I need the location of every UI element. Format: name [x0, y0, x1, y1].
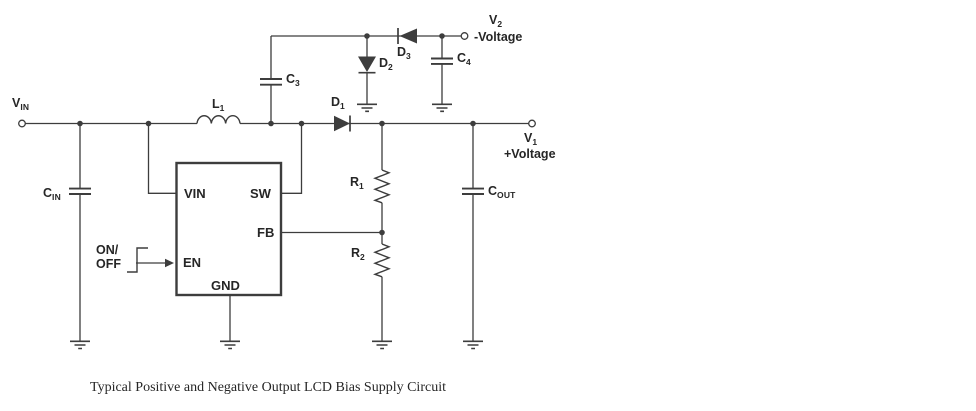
c4-label: C4 [457, 51, 471, 67]
r1-label: R1 [350, 175, 364, 191]
v1-terminal [528, 119, 536, 128]
figure-caption: Typical Positive and Negative Output LCD… [90, 380, 446, 395]
inductor-l1 [196, 115, 241, 124]
resistor-r1 [373, 123, 391, 233]
ic-body [175, 161, 283, 297]
ic-pin-fb: FB [257, 225, 275, 240]
vin-pin-wire [147, 123, 176, 194]
d1-label: D1 [331, 95, 345, 111]
capacitor-c4 [431, 36, 453, 104]
c3-label: C3 [286, 72, 300, 88]
v2-desc: -Voltage [474, 30, 523, 44]
r2-ground-symbol [372, 340, 392, 350]
ic-pin-vin: VIN [184, 186, 206, 201]
vin-label: VIN [12, 96, 30, 112]
v2-label: V2 [489, 13, 503, 29]
d2-ground-symbol [357, 103, 377, 113]
diode-d1 [334, 115, 351, 132]
cout-ground-symbol [463, 340, 483, 350]
on-off-line2: OFF [96, 257, 121, 271]
v2-terminal [460, 32, 469, 40]
capacitor-c3 [260, 36, 282, 124]
cin-ground-symbol [70, 340, 90, 350]
v1-label: V1 [524, 131, 538, 147]
capacitor-cout [462, 123, 484, 341]
r2-label: R2 [351, 246, 365, 262]
cout-label: COUT [488, 184, 516, 200]
d3-label: D3 [397, 45, 411, 61]
sw-pin-wire [281, 123, 303, 194]
ic-pin-gnd: GND [211, 278, 240, 293]
l1-label: L1 [212, 97, 225, 113]
ic-pin-en: EN [183, 255, 202, 270]
resistor-r2 [373, 232, 391, 341]
vin-terminal [18, 119, 26, 128]
enable-arrow [136, 258, 174, 268]
junction-dots [77, 33, 476, 236]
v1-desc: +Voltage [504, 147, 556, 161]
diode-d3 [397, 28, 417, 44]
diode-d2 [358, 36, 376, 104]
capacitor-cin [69, 123, 91, 341]
on-off-line1: ON/ [96, 243, 119, 257]
enable-step-symbol [127, 247, 148, 273]
d2-label: D2 [379, 56, 393, 72]
c4-ground-symbol [432, 103, 452, 113]
on-off-label: ON/ OFF [96, 243, 121, 271]
ic-pin-sw: SW [250, 186, 271, 201]
ic-ground-symbol [220, 340, 240, 350]
cin-label: CIN [43, 186, 61, 202]
